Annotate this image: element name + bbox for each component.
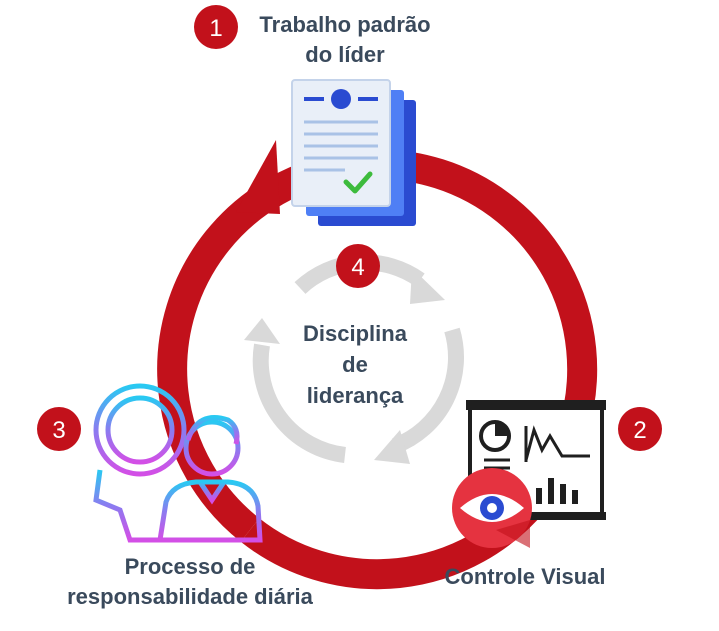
check-icon [343, 171, 373, 194]
badge-step-4: 4 [336, 244, 380, 288]
step-3-label: Processo de responsabilidade diária [40, 552, 340, 612]
dashboard-eye-icon [452, 400, 606, 548]
center-label-line3: liderança [306, 383, 404, 408]
step-3-label-line1: Processo de [124, 554, 256, 579]
step-1-label-line1: Trabalho padrão [259, 12, 431, 37]
step-1-label: Trabalho padrão do líder [245, 10, 445, 70]
badge-step-3: 3 [37, 407, 81, 451]
step-2-label: Controle Visual [430, 562, 620, 592]
center-label-line2: de [342, 352, 368, 377]
clock-people-icon [93, 383, 263, 543]
step-2-label-text: Controle Visual [444, 564, 606, 589]
badge-number-4: 4 [351, 254, 364, 281]
badge-step-1: 1 [194, 5, 238, 49]
inner-cycle-arrowheads [244, 268, 445, 464]
step-1-label-line2: do líder [305, 42, 385, 67]
badge-number-3: 3 [52, 417, 65, 444]
cycle-arrowhead [236, 140, 280, 214]
badge-number-2: 2 [633, 417, 646, 444]
badge-number-1: 1 [209, 15, 222, 42]
step-3-label-line2: responsabilidade diária [67, 584, 313, 609]
center-label-line1: Disciplina [303, 321, 407, 346]
document-checklist-icon [291, 79, 416, 226]
center-label: Disciplina de liderança [290, 318, 420, 411]
badge-step-2: 2 [618, 407, 662, 451]
